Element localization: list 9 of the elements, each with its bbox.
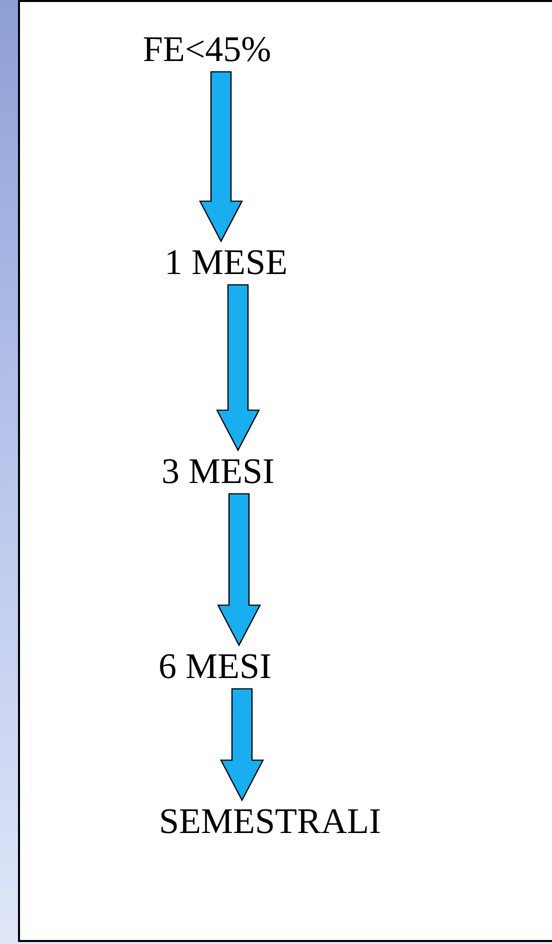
- node-label: 1 MESE: [164, 243, 288, 283]
- block-arrow: [199, 71, 243, 242]
- node-label: FE<45%: [142, 30, 272, 70]
- block-arrow: [220, 688, 264, 802]
- block-arrow: [217, 493, 261, 646]
- block-arrow: [216, 284, 260, 452]
- node-label: SEMESTRALI: [159, 802, 381, 842]
- node-label: 3 MESI: [162, 452, 274, 492]
- node-label: 6 MESI: [158, 647, 272, 687]
